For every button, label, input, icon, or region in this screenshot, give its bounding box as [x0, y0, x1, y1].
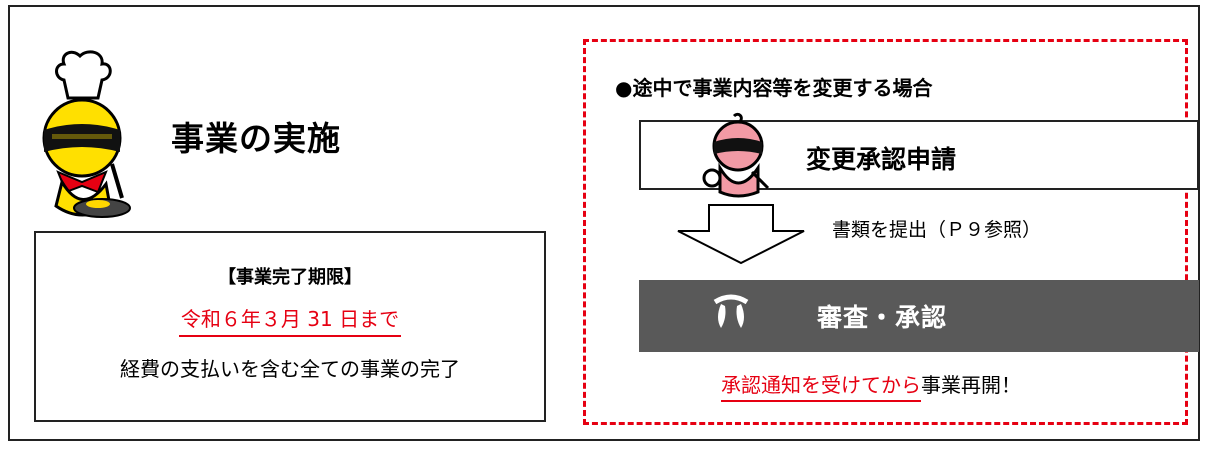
down-arrow-icon [677, 204, 805, 265]
section-title: 事業の実施 [171, 119, 341, 158]
change-request-label: 変更承認申請 [806, 145, 957, 174]
ninja-mascot-icon [702, 112, 770, 198]
resume-business-text: 事業再開！ [921, 373, 1021, 397]
deadline-note: 経費の支払いを含む全ての事業の完了 [120, 357, 460, 381]
deadline-date: 令和６年３月 31 日まで [178, 303, 402, 337]
deadline-heading: 【事業完了期限】 [218, 267, 362, 288]
approval-notice-text: 承認通知を受けてから [721, 373, 921, 402]
submit-documents-label: 書類を提出（Ｐ９参照） [832, 219, 1042, 241]
deadline-box: 【事業完了期限】 令和６年３月 31 日まで 経費の支払いを含む全ての事業の完了 [34, 231, 546, 422]
review-approval-label: 審査・承認 [817, 303, 948, 332]
outer-frame [8, 5, 1200, 441]
review-approval-box: 審査・承認 [639, 280, 1199, 352]
chef-mascot-icon [42, 50, 131, 218]
change-procedure-box [583, 39, 1188, 425]
prefecture-emblem-icon [713, 294, 749, 328]
change-heading: ●途中で事業内容等を変更する場合 [615, 76, 933, 100]
